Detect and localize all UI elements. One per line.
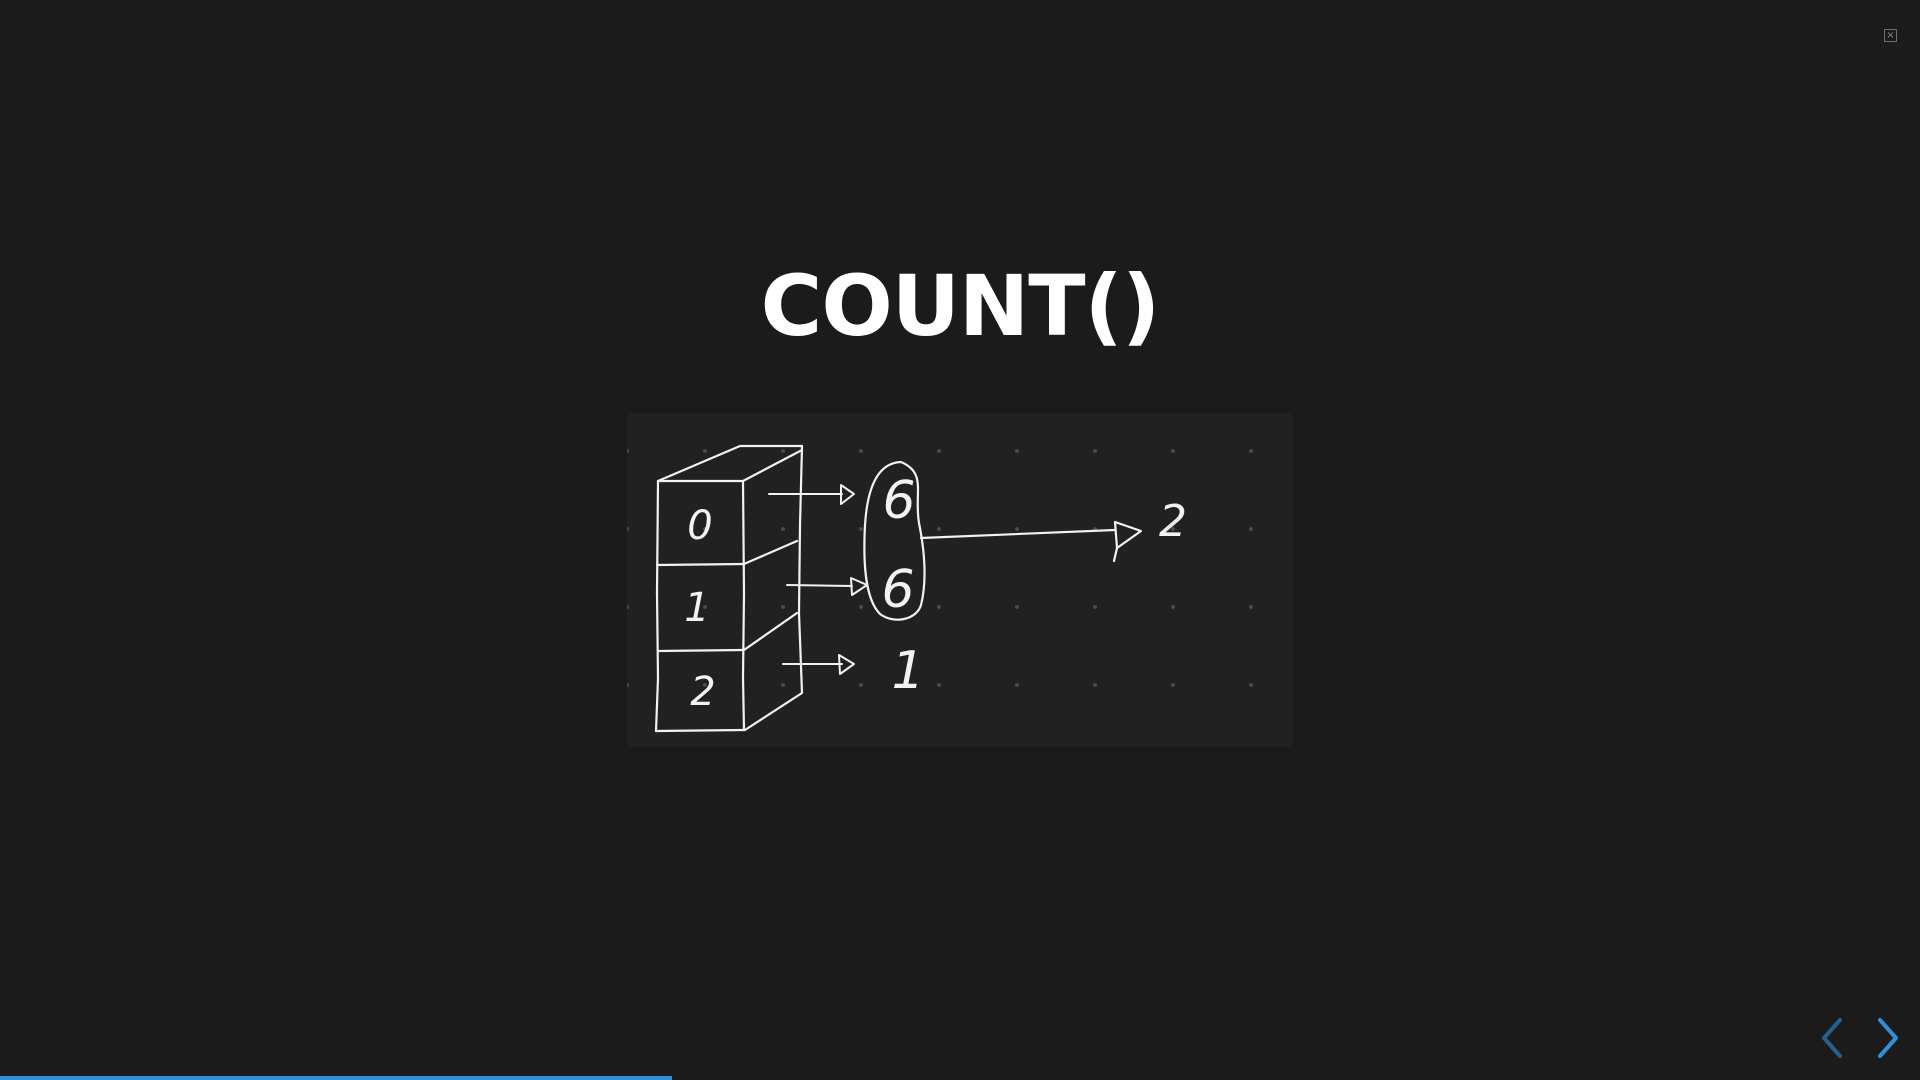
previous-slide-button[interactable] xyxy=(1813,1016,1853,1060)
grid-dot xyxy=(703,683,707,687)
grid-dot xyxy=(937,683,941,687)
drawing-canvas: 0 1 2 6 6 1 2 xyxy=(627,444,1253,733)
grid-dot xyxy=(703,449,707,453)
grid-dot xyxy=(1015,683,1019,687)
grid-dot xyxy=(1249,527,1253,531)
stack-box xyxy=(654,444,804,733)
grid-dot xyxy=(937,605,941,609)
grid-dot xyxy=(1171,683,1175,687)
grid-dot xyxy=(627,449,629,453)
grid-dot xyxy=(703,527,707,531)
grid-dot xyxy=(1015,527,1019,531)
grid-dot xyxy=(627,527,629,531)
progress-fill xyxy=(0,1076,672,1080)
grid-dot xyxy=(1171,605,1175,609)
stack-cell-label: 2 xyxy=(690,669,715,715)
dot-grid xyxy=(627,449,1253,687)
next-slide-button[interactable] xyxy=(1867,1016,1907,1060)
count-value: 6 xyxy=(881,560,914,620)
grid-dot xyxy=(859,683,863,687)
group-oval xyxy=(863,460,926,621)
stack-cell-label: 0 xyxy=(687,503,712,549)
result-arrow xyxy=(919,520,1143,563)
grid-dot xyxy=(859,605,863,609)
grid-dot xyxy=(1171,527,1175,531)
result-value: 2 xyxy=(1159,496,1187,547)
grid-dot xyxy=(859,449,863,453)
count-value: 1 xyxy=(891,641,924,701)
slide-title: COUNT() xyxy=(760,257,1161,355)
grid-dot xyxy=(1171,449,1175,453)
grid-dot xyxy=(937,449,941,453)
grid-dot xyxy=(1015,605,1019,609)
grid-dot xyxy=(859,527,863,531)
grid-dot xyxy=(1093,605,1097,609)
grid-dot xyxy=(1093,449,1097,453)
grid-dot xyxy=(781,449,785,453)
close-button[interactable]: × xyxy=(1884,29,1897,42)
chevron-right-icon xyxy=(1878,1018,1898,1058)
grid-dot xyxy=(937,527,941,531)
grid-dot xyxy=(1093,683,1097,687)
whiteboard-drawing: 0 1 2 6 6 1 2 xyxy=(627,413,1293,747)
grid-dot xyxy=(1249,683,1253,687)
close-icon: × xyxy=(1886,30,1895,41)
grid-dot xyxy=(627,605,629,609)
grid-dot xyxy=(781,683,785,687)
grid-dot xyxy=(627,683,629,687)
grid-dot xyxy=(1015,449,1019,453)
stack-cell-label: 1 xyxy=(684,585,709,631)
grid-dot xyxy=(1249,605,1253,609)
count-value: 6 xyxy=(882,471,915,531)
grid-dot xyxy=(1249,449,1253,453)
grid-dot xyxy=(781,527,785,531)
grid-dot xyxy=(781,605,785,609)
chevron-left-icon xyxy=(1822,1018,1842,1058)
stack-arrows xyxy=(768,484,868,675)
presentation-progress-bar xyxy=(0,1076,1920,1080)
grid-dot xyxy=(703,605,707,609)
